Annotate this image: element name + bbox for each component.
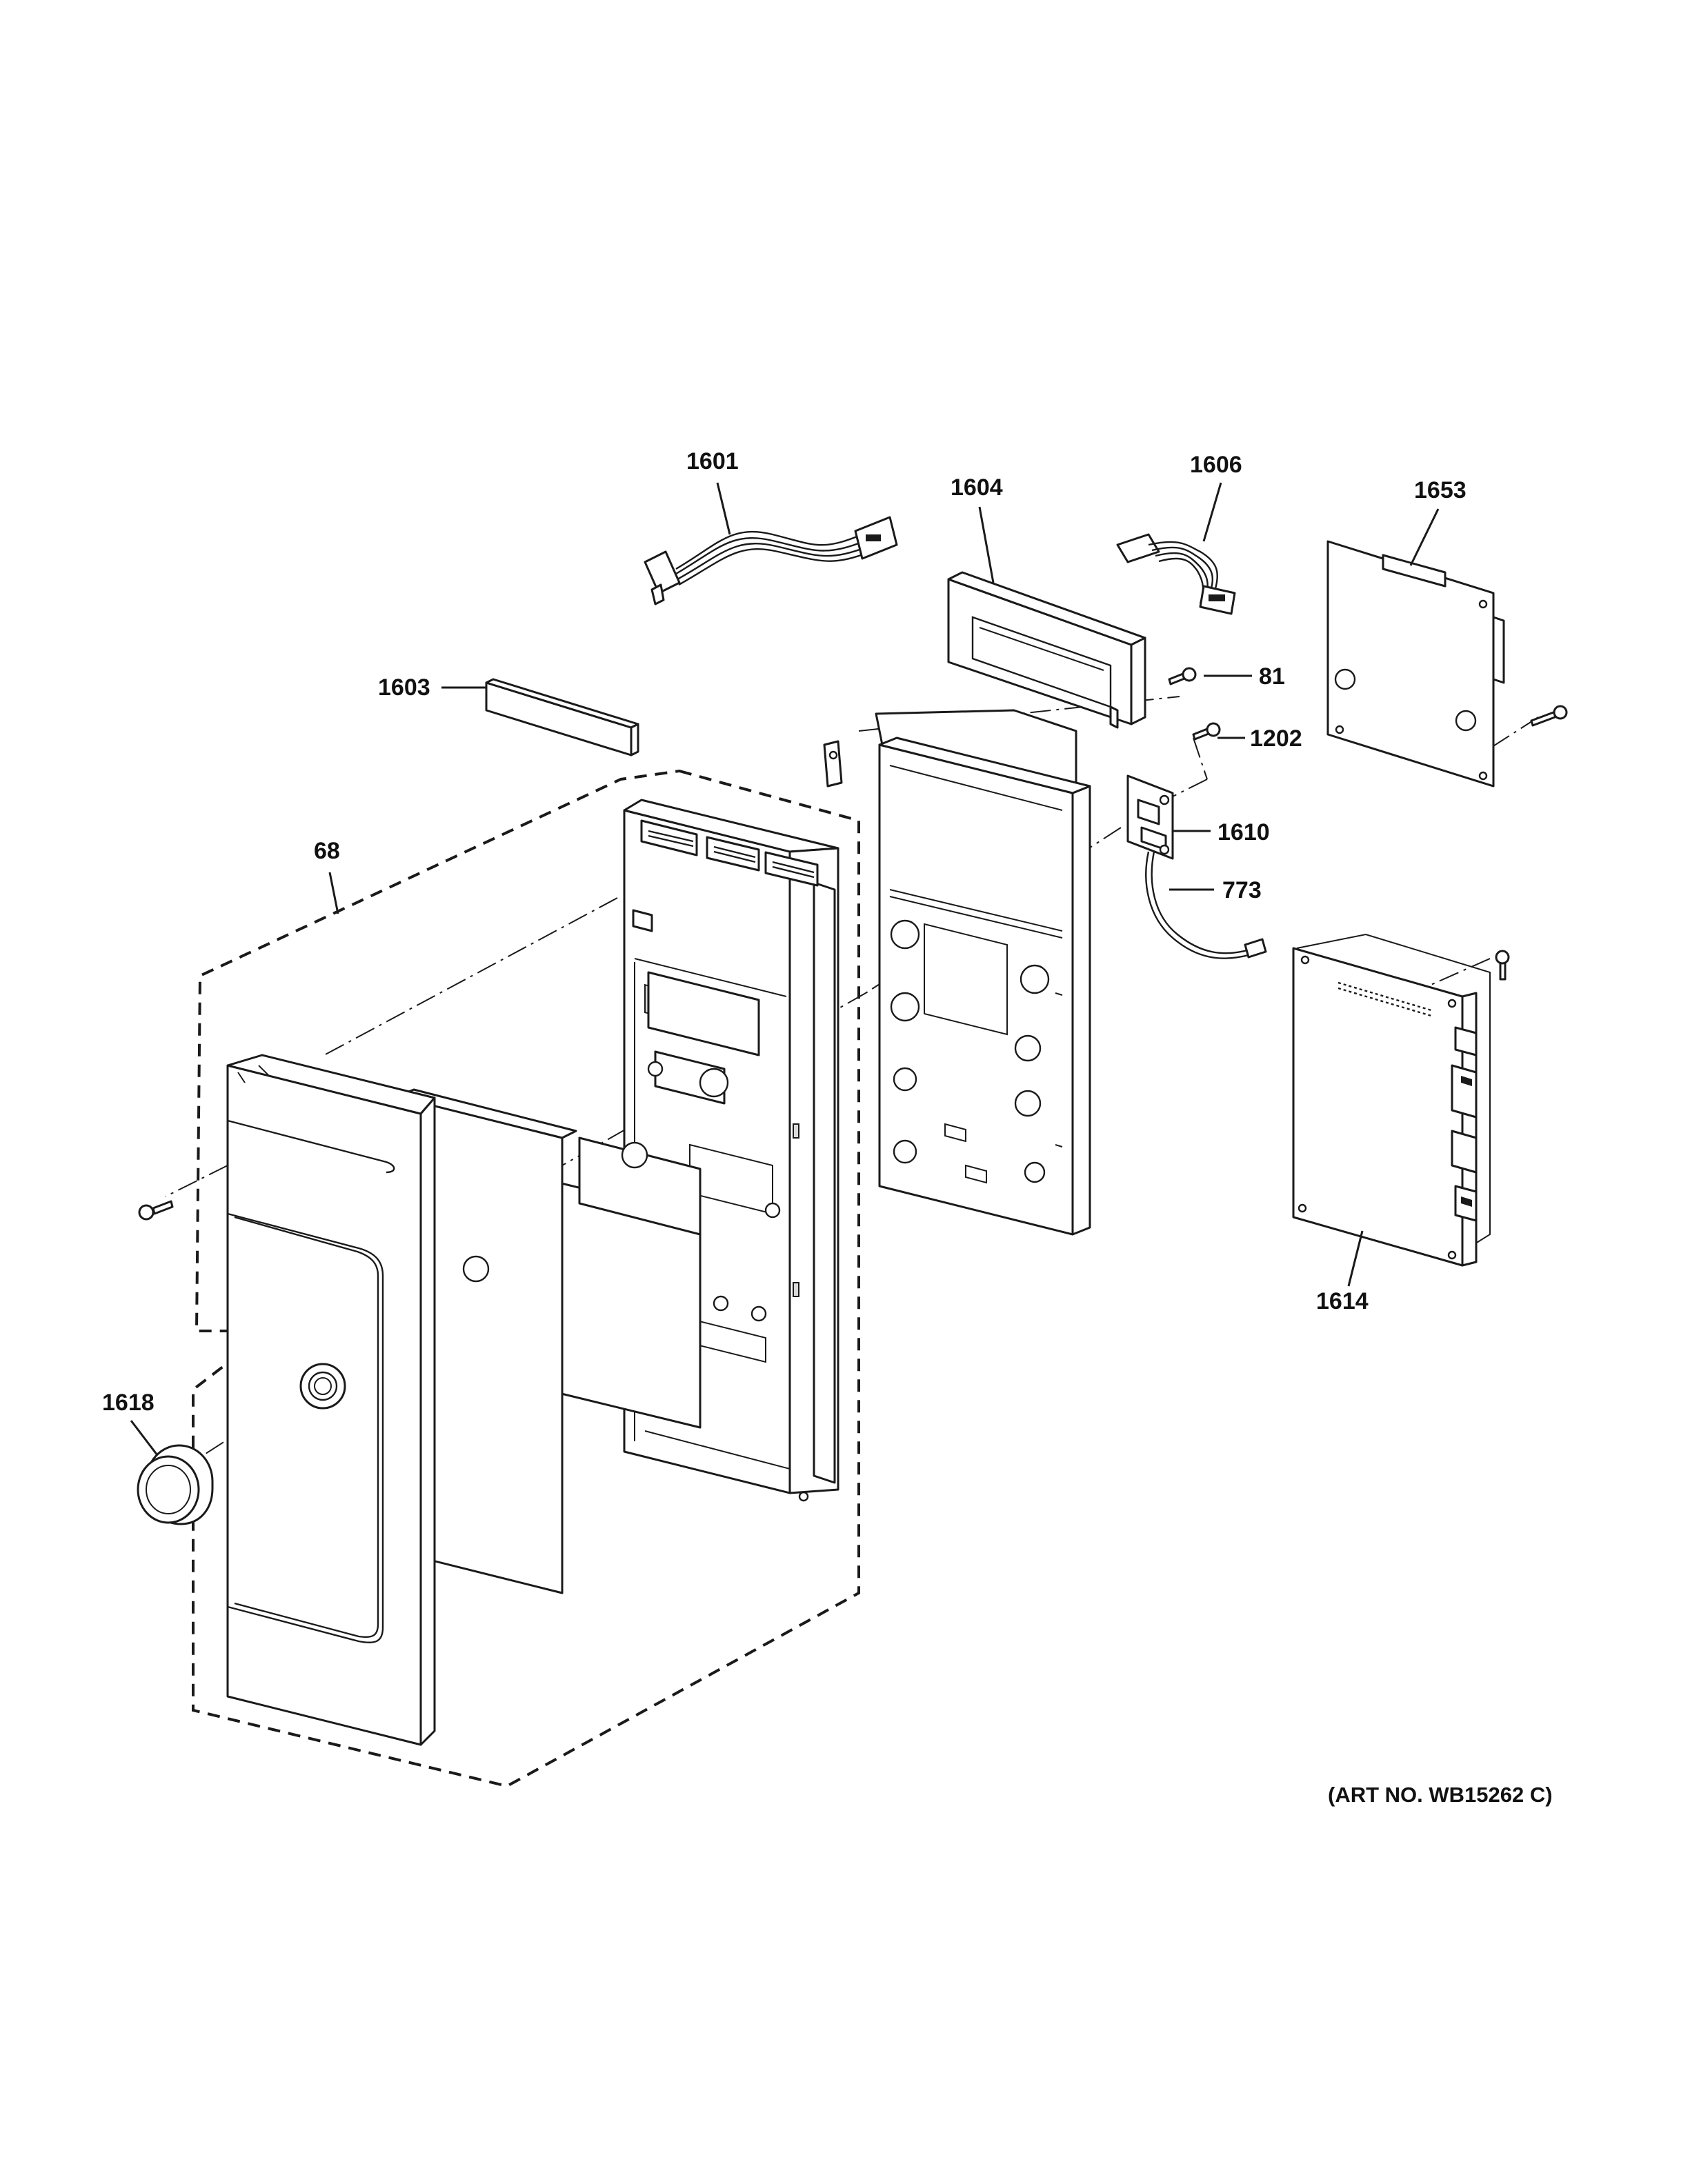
callout-1603: 1603 [378,674,430,701]
callout-1601: 1601 [686,448,739,474]
callout-1653: 1653 [1414,477,1467,503]
screw-81 [1168,667,1197,685]
screw-1653 [1530,705,1568,727]
callout-1610: 1610 [1217,819,1270,845]
callout-81: 81 [1259,663,1285,690]
door-trim [226,1054,436,1746]
screw-1614 [1495,950,1510,981]
insulation-pad-1603 [485,678,639,757]
knob-1618 [137,1444,214,1525]
callout-1606: 1606 [1190,452,1242,478]
circuit-board-1614 [1292,933,1491,1267]
circuit-board-1653 [1326,540,1505,788]
art-number: (ART NO. WB15262 C) [1328,1783,1553,1807]
switch-1610 [1126,774,1174,860]
trim-screw [138,1200,174,1221]
inner-panels [557,1136,702,1429]
ribbon-harness-1606 [1116,533,1236,615]
screw-1202 [1192,722,1221,741]
callout-1618: 1618 [102,1390,155,1416]
callout-labels: 1601 1604 1606 1653 1603 81 1202 68 1610… [102,448,1553,1807]
callout-1202: 1202 [1250,725,1302,752]
callout-773: 773 [1222,877,1262,903]
callout-68: 68 [314,838,340,864]
callout-1604: 1604 [951,474,1003,501]
mounting-bracket [823,709,1091,1236]
wire-773 [1145,851,1267,959]
control-panel-assembly-boundary [192,769,860,1788]
callout-1614: 1614 [1316,1288,1369,1314]
wire-harness-1601 [644,516,898,605]
leader-lines [130,482,1440,1456]
display-frame-1604 [947,571,1146,729]
